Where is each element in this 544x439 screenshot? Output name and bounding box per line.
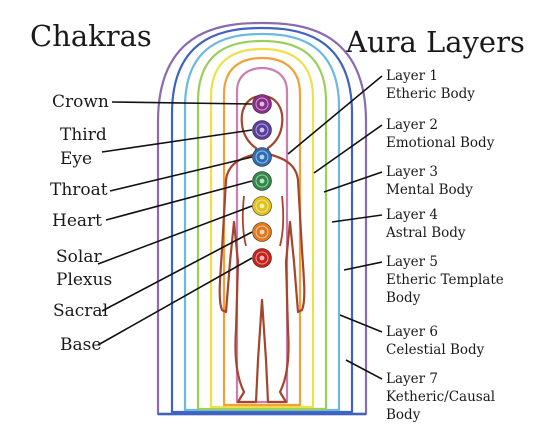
layer-leader-layer-6 <box>339 314 383 333</box>
layer-leader-layer-1 <box>287 75 383 155</box>
chakra-leader-throat <box>109 156 253 192</box>
aura-layer-2-outline <box>222 56 302 407</box>
layer-label-layer-2: Layer 2 Emotional Body <box>386 117 495 151</box>
chakra-label-throat: Throat <box>50 180 108 200</box>
chakra-label-line: Eye <box>60 149 92 169</box>
chakra-leader-crown <box>111 101 253 105</box>
chakra-base-icon <box>252 248 272 268</box>
layer-leader-layer-3 <box>323 171 383 193</box>
layer-label-line: Etheric Template <box>386 272 504 288</box>
aura-layers <box>156 21 368 416</box>
layer-label-line: Layer 1 <box>386 68 438 84</box>
chakra-label-sacral: Sacral <box>53 301 108 321</box>
chakra-label-line: Throat <box>50 180 108 200</box>
chakras-title: Chakras <box>30 19 152 53</box>
aura-layer-1-outline <box>235 66 289 404</box>
chakra-spheres <box>252 94 272 268</box>
chakra-leader-base <box>97 257 253 346</box>
layer-label-line: Celestial Body <box>386 342 485 358</box>
layer-label-layer-1: Layer 1 Etheric Body <box>386 68 475 102</box>
chakra-label-line: Solar <box>56 247 102 267</box>
chakra-label-line: Plexus <box>56 270 112 290</box>
aura-layer-3-outline <box>209 47 315 409</box>
leader-lines <box>97 75 383 380</box>
chakra-leader-heart <box>105 180 253 221</box>
layer-label-line: Etheric Body <box>386 86 475 102</box>
chakra-solar-plexus-icon <box>252 196 272 216</box>
layer-label-line: Body <box>386 407 421 423</box>
chakra-crown-icon <box>252 94 272 114</box>
layer-label-line: Layer 6 <box>386 324 438 340</box>
layer-label-line: Layer 2 <box>386 117 438 133</box>
body-inner-line-left <box>241 195 247 247</box>
chakra-sacral-icon <box>252 222 272 242</box>
layer-label-layer-3: Layer 3 Mental Body <box>386 164 473 198</box>
aura-layer-6-outline <box>170 26 354 414</box>
layer-label-line: Emotional Body <box>386 135 495 151</box>
chakra-throat-icon <box>252 147 272 167</box>
layer-label-line: Body <box>386 290 421 306</box>
body-inner-line-right <box>279 195 285 247</box>
aura-layer-4-outline <box>196 39 328 411</box>
layer-label-line: Ketheric/Causal <box>386 389 495 405</box>
aura-layer-5-outline <box>183 32 341 412</box>
layer-label-line: Layer 3 <box>386 164 438 180</box>
chakra-leader-third-eye <box>101 129 253 153</box>
chakra-third-eye-icon <box>252 120 272 140</box>
chakra-label-line: Crown <box>52 92 109 112</box>
chakra-label-line: Base <box>60 335 101 355</box>
chakra-label-line: Sacral <box>53 301 108 321</box>
chakra-label-crown: Crown <box>52 92 109 112</box>
layer-leader-layer-2 <box>313 124 383 174</box>
aura-layers-title: Aura Layers <box>345 25 525 59</box>
layer-label-line: Layer 4 <box>386 207 438 223</box>
layer-label-layer-6: Layer 6 Celestial Body <box>386 324 485 358</box>
chakra-label-line: Third <box>60 125 107 145</box>
chakra-heart-icon <box>252 171 272 191</box>
layer-leader-layer-5 <box>343 261 383 271</box>
aura-layer-7-outline <box>156 21 368 416</box>
layer-label-line: Mental Body <box>386 182 473 198</box>
chakra-leader-solar-plexus <box>97 205 253 265</box>
chakra-label-base: Base <box>60 335 101 355</box>
layer-label-line: Layer 7 <box>386 371 438 387</box>
layer-label-line: Astral Body <box>385 225 466 241</box>
layer-label-layer-4: Layer 4 Astral Body <box>385 207 466 241</box>
layer-leader-layer-4 <box>331 214 383 223</box>
chakra-label-line: Heart <box>52 211 102 231</box>
chakra-label-heart: Heart <box>52 211 102 231</box>
chakra-leader-sacral <box>101 231 253 312</box>
layer-leader-layer-7 <box>345 359 383 380</box>
layer-label-line: Layer 5 <box>386 254 438 270</box>
